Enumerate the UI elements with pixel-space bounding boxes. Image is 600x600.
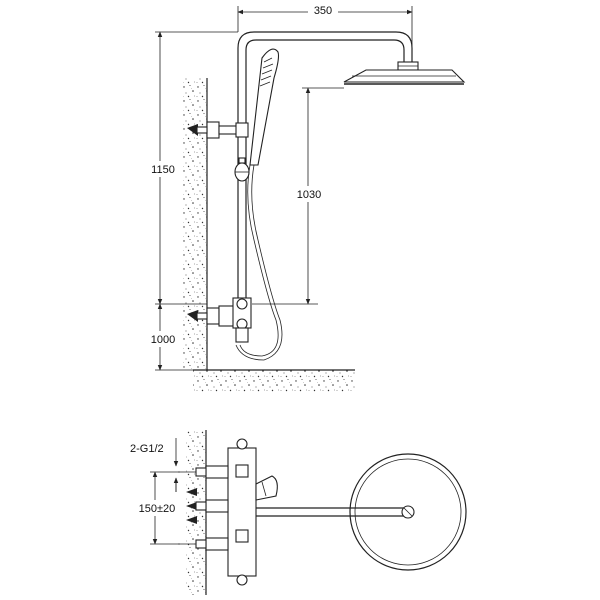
mixer-height-label: 1000 — [151, 334, 175, 346]
rain-shower-head — [343, 61, 466, 85]
inlet-size-label: 2-G1/2 — [130, 443, 164, 455]
plan-view: 2-G1/2 150±20 — [130, 430, 467, 595]
inlet-spacing-label: 150±20 — [139, 503, 176, 515]
plan-inlet-upper — [178, 465, 229, 479]
head-to-mixer-label: 1030 — [297, 189, 321, 201]
dimension-arm-width: 350 — [237, 3, 413, 48]
floor-section — [193, 369, 355, 392]
dimension-mixer-height: 1000 — [150, 303, 193, 371]
plan-wall-section — [186, 430, 207, 595]
arm-width-label: 350 — [314, 5, 332, 17]
plan-mixer-body — [227, 438, 257, 586]
plan-inlet-lower — [178, 537, 229, 551]
dimension-inlet-spacing: 150±20 — [134, 471, 180, 545]
hand-shower — [235, 48, 283, 361]
dimension-overall-height: 1150 — [150, 31, 238, 305]
plan-inlet-middle — [186, 499, 229, 513]
mixer-valve — [187, 297, 252, 343]
upper-wall-bracket — [187, 121, 249, 139]
plan-hand-shower-holder — [255, 475, 278, 501]
slide-holder — [234, 157, 250, 182]
wall-section — [183, 78, 208, 370]
overall-height-label: 1150 — [151, 164, 175, 176]
elevation-view: 350 1150 1000 1030 — [150, 3, 466, 392]
plan-fixing-screws — [186, 488, 197, 524]
plan-shower-arm — [256, 505, 415, 519]
riser-pipe — [237, 31, 413, 330]
plan-rain-head — [349, 453, 467, 571]
dimension-inlet-size: 2-G1/2 — [130, 438, 179, 492]
dimension-head-to-mixer: 1030 — [252, 87, 344, 305]
